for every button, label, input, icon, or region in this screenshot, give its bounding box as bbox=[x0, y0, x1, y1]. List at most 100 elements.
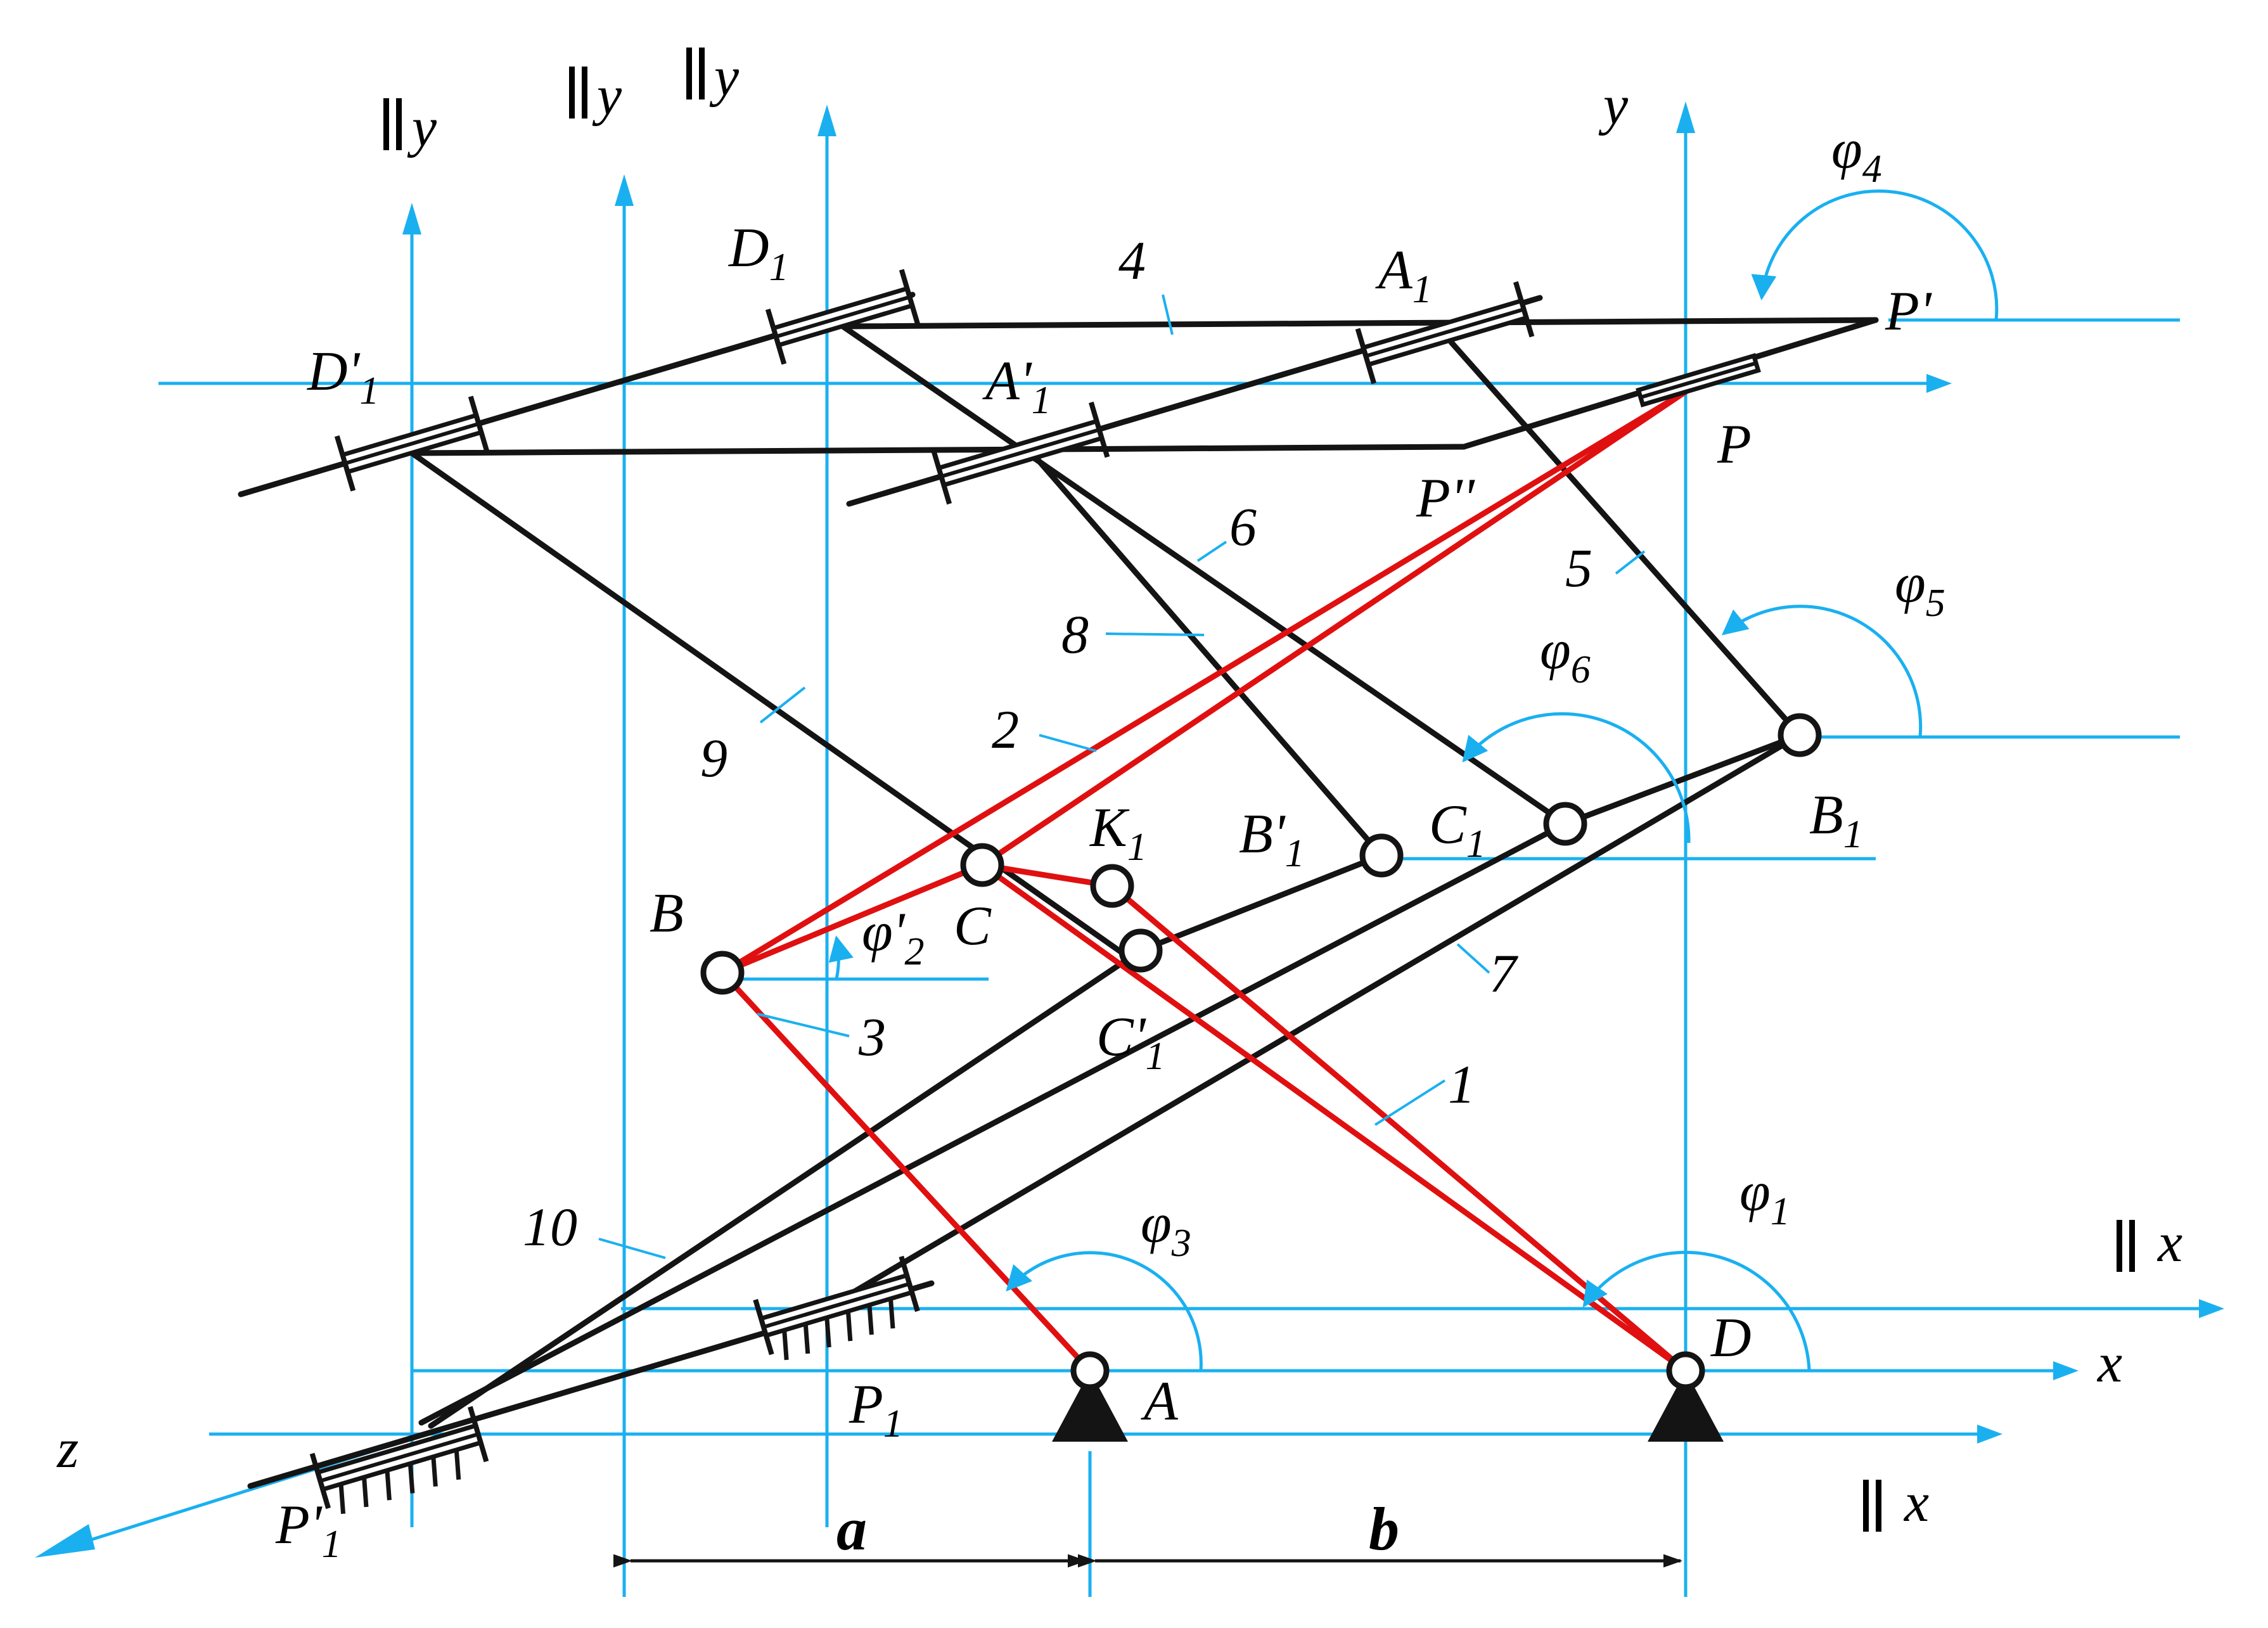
link-number-labels: 4 5 6 8 9 2 3 7 1 10 bbox=[523, 230, 1592, 1257]
label-P: P bbox=[1717, 414, 1752, 475]
label-C1: C1 bbox=[1429, 794, 1486, 866]
leader-6 bbox=[1196, 541, 1227, 562]
link-8 bbox=[1023, 444, 1385, 859]
label-parallel-x-lower: x bbox=[1903, 1472, 1929, 1534]
link-number-4: 4 bbox=[1118, 230, 1146, 291]
dimension-b-label: b bbox=[1369, 1495, 1399, 1563]
link-C-K1 bbox=[979, 862, 1115, 889]
label-parallel-y-1: y bbox=[407, 97, 437, 158]
link-number-3: 3 bbox=[858, 1006, 886, 1067]
sliders bbox=[309, 269, 1761, 1515]
slider-A1-prime bbox=[930, 401, 1110, 505]
label-phi5: φ5 bbox=[1895, 553, 1945, 625]
angle-phi4-arc bbox=[1751, 189, 1999, 321]
leader-lines bbox=[598, 294, 1646, 1259]
link-2-lower bbox=[979, 388, 1689, 868]
support-A bbox=[1052, 1371, 1128, 1442]
label-y: y bbox=[1598, 75, 1629, 136]
label-C1-prime: C'1 bbox=[1096, 1006, 1165, 1078]
slider-P bbox=[1636, 353, 1761, 407]
link-number-9: 9 bbox=[700, 727, 727, 788]
leader-4 bbox=[1162, 294, 1174, 335]
link-number-8: 8 bbox=[1061, 604, 1089, 665]
label-A1: A1 bbox=[1375, 240, 1432, 311]
link-1 bbox=[1109, 883, 1689, 1374]
link-4-top bbox=[840, 317, 1879, 330]
angle-arcs bbox=[828, 189, 1999, 1371]
slider-D1-prime bbox=[334, 395, 490, 492]
link-number-6: 6 bbox=[1229, 496, 1257, 557]
joint-A bbox=[1070, 1351, 1110, 1390]
link-number-2: 2 bbox=[992, 699, 1019, 760]
leader-1 bbox=[1374, 1079, 1446, 1126]
label-A: A bbox=[1141, 1371, 1179, 1432]
leader-2 bbox=[1039, 734, 1097, 752]
slider-P1 bbox=[753, 1255, 920, 1361]
link-1-upper bbox=[979, 862, 1689, 1374]
leader-9 bbox=[759, 686, 806, 724]
label-B1-prime: B'1 bbox=[1239, 804, 1305, 875]
link-2-upper bbox=[719, 388, 1689, 976]
red-links bbox=[719, 388, 1689, 1374]
link-B-C bbox=[719, 862, 985, 976]
label-D1: D1 bbox=[728, 217, 789, 289]
label-phi3: φ3 bbox=[1141, 1193, 1191, 1265]
angle-phi6-arc bbox=[1462, 712, 1691, 843]
ground-supports bbox=[1052, 1371, 1724, 1442]
angle-labels: φ4 φ5 φ6 φ1 φ3 φ'2 bbox=[862, 119, 1945, 1265]
joint-B1 bbox=[1778, 713, 1822, 757]
link-3 bbox=[719, 970, 1093, 1374]
label-K1: K1 bbox=[1089, 797, 1147, 869]
support-D bbox=[1648, 1371, 1724, 1442]
joint-B bbox=[700, 951, 745, 995]
slider-P1-prime bbox=[309, 1406, 489, 1515]
link-B1-prime-C1-prime bbox=[1137, 852, 1385, 954]
label-P-dprime: P'' bbox=[1416, 468, 1476, 529]
label-z: z bbox=[56, 1418, 79, 1480]
label-parallel-y-3: y bbox=[709, 46, 740, 108]
angle-phi2-prime-arc bbox=[828, 935, 854, 980]
label-parallel-x-upper: x bbox=[2156, 1212, 2182, 1274]
angle-phi1-arc bbox=[1582, 1250, 1811, 1371]
leader-7 bbox=[1456, 943, 1490, 974]
label-phi1: φ1 bbox=[1739, 1162, 1790, 1233]
label-D: D bbox=[1710, 1307, 1752, 1369]
point-labels: D1 D'1 A1 A'1 P' P P'' B1 C1 B'1 K1 C'1 … bbox=[275, 217, 1933, 1566]
label-phi6: φ6 bbox=[1540, 620, 1591, 691]
link-9 bbox=[409, 450, 1131, 960]
label-B: B bbox=[650, 883, 684, 944]
link-7 bbox=[849, 732, 1803, 1296]
joint-B1-prime bbox=[1359, 833, 1404, 878]
label-P1: P1 bbox=[849, 1374, 903, 1445]
link-10 bbox=[428, 947, 1144, 1429]
leader-5 bbox=[1615, 550, 1646, 575]
label-A1-prime: A'1 bbox=[982, 350, 1051, 422]
slider-A1 bbox=[1355, 281, 1535, 385]
label-B1: B1 bbox=[1809, 785, 1863, 856]
joint-D bbox=[1666, 1351, 1705, 1390]
angle-phi3-arc bbox=[1006, 1251, 1203, 1371]
dimension-a-label: a bbox=[836, 1495, 867, 1563]
link-5 bbox=[1448, 339, 1803, 738]
label-D1-prime: D'1 bbox=[307, 341, 379, 413]
link-number-7: 7 bbox=[1489, 943, 1518, 1004]
joint-K1 bbox=[1090, 864, 1134, 908]
angle-phi5-arc bbox=[1721, 605, 1923, 738]
label-phi4: φ4 bbox=[1831, 119, 1882, 191]
axis-z-arrowhead bbox=[35, 1524, 95, 1558]
label-parallel-y-2: y bbox=[592, 65, 622, 127]
label-x: x bbox=[2096, 1333, 2122, 1394]
label-C: C bbox=[954, 895, 992, 957]
link-6 bbox=[840, 323, 1568, 827]
parallel-marks bbox=[383, 48, 2135, 1532]
link-B1-C1 bbox=[1562, 732, 1803, 827]
label-P-prime: P' bbox=[1885, 281, 1933, 342]
joints bbox=[700, 713, 1822, 1390]
label-P1-prime: P'1 bbox=[275, 1494, 342, 1566]
leader-3 bbox=[757, 1013, 850, 1037]
joint-C1-prime bbox=[1118, 928, 1163, 973]
link-4-lower bbox=[409, 444, 1467, 456]
leader-8 bbox=[1105, 632, 1205, 636]
